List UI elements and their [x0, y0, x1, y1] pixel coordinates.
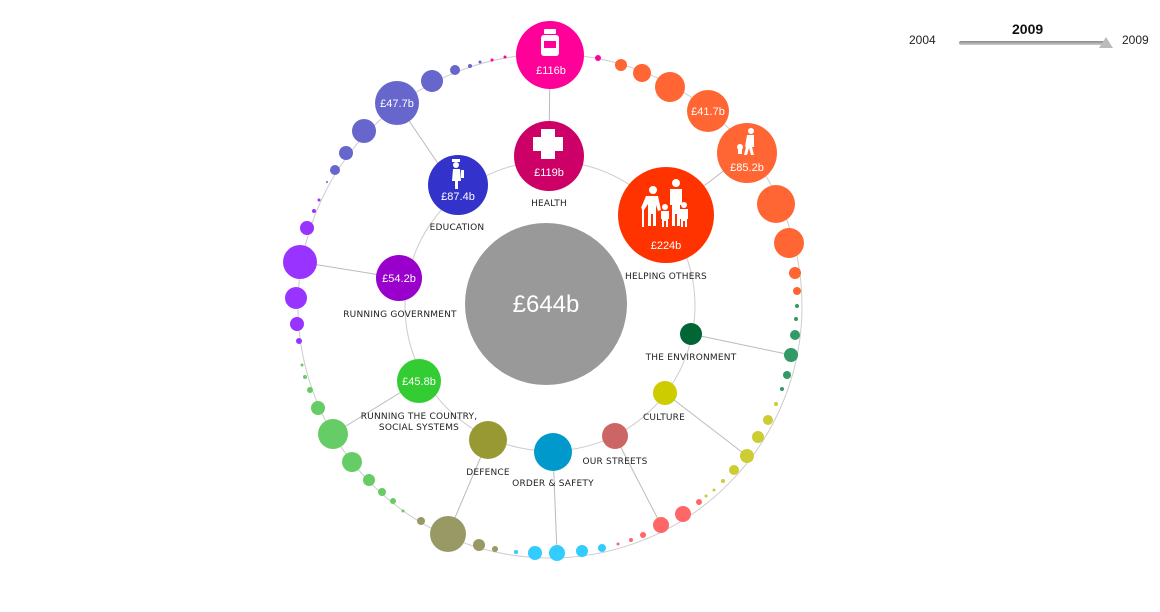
- category-label-our-streets: OUR STREETS: [582, 457, 647, 467]
- category-running-the-country[interactable]: £45.8b RUNNING THE COUNTRY, SOCIAL SYSTE…: [361, 359, 478, 433]
- outer-bubble-helping-others-1[interactable]: £41.7b: [687, 90, 729, 132]
- category-value-helping-others: £224b: [651, 240, 682, 252]
- category-label-order-safety: ORDER & SAFETY: [512, 479, 594, 489]
- total-value: £644b: [513, 291, 580, 318]
- category-health[interactable]: £119b HEALTH: [514, 121, 584, 209]
- year-slider-handle[interactable]: [1099, 37, 1113, 48]
- outer-ring-dots: [283, 55, 804, 561]
- outer-value-helping-others-1: £41.7b: [691, 106, 725, 118]
- slider-end-year: 2009: [1122, 33, 1149, 47]
- category-label-running-the-country-line1: RUNNING THE COUNTRY,: [361, 412, 478, 422]
- category-education[interactable]: £87.4b EDUCATION: [428, 155, 488, 233]
- category-label-culture: CULTURE: [643, 413, 685, 423]
- category-label-defence: DEFENCE: [466, 468, 510, 478]
- outer-value-health: £116b: [536, 65, 566, 77]
- slider-start-year: 2004: [909, 33, 936, 47]
- year-slider-track[interactable]: [959, 41, 1109, 45]
- category-running-government[interactable]: £54.2b RUNNING GOVERNMENT: [343, 255, 457, 320]
- outer-value-education: £47.7b: [380, 98, 414, 110]
- slider-current-year: 2009: [1012, 21, 1044, 37]
- outer-bubble-health[interactable]: £116b: [516, 21, 584, 89]
- family-icon: [641, 179, 688, 227]
- category-order-safety[interactable]: ORDER & SAFETY: [512, 433, 594, 489]
- category-defence[interactable]: DEFENCE: [466, 421, 510, 478]
- category-culture[interactable]: CULTURE: [643, 381, 685, 423]
- category-the-environment[interactable]: THE ENVIRONMENT: [645, 323, 737, 363]
- category-value-running-the-country: £45.8b: [402, 376, 436, 388]
- walker-icon: [737, 128, 754, 155]
- category-label-education: EDUCATION: [430, 223, 485, 233]
- category-helping-others[interactable]: £224b HELPING OTHERS: [618, 167, 714, 282]
- category-value-education: £87.4b: [441, 191, 475, 203]
- category-our-streets[interactable]: OUR STREETS: [582, 423, 647, 467]
- graduate-icon: [452, 159, 464, 189]
- outer-bubble-helping-others-2[interactable]: £85.2b: [717, 123, 777, 183]
- total-bubble[interactable]: £644b: [465, 223, 627, 385]
- category-label-the-environment: THE ENVIRONMENT: [645, 353, 737, 363]
- category-label-running-government: RUNNING GOVERNMENT: [343, 310, 457, 320]
- category-label-helping-others: HELPING OTHERS: [625, 272, 707, 282]
- first-aid-cross-icon: [533, 129, 563, 159]
- category-value-running-government: £54.2b: [382, 273, 416, 285]
- category-label-health: HEALTH: [531, 199, 567, 209]
- outer-bubble-education[interactable]: £47.7b: [375, 81, 419, 125]
- category-label-running-the-country-line2: SOCIAL SYSTEMS: [379, 423, 459, 433]
- category-value-health: £119b: [534, 167, 564, 179]
- outer-value-helping-others-2: £85.2b: [730, 162, 764, 174]
